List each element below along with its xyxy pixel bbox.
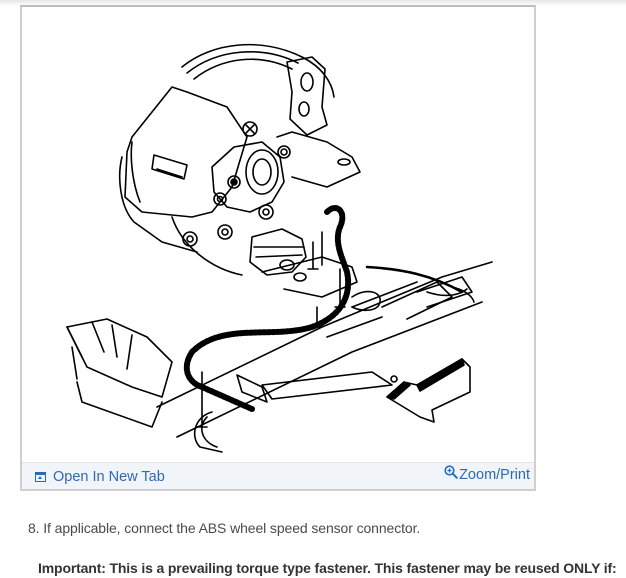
zoom-in-icon [444,465,458,479]
important-note: Important: This is a prevailing torque t… [38,560,617,576]
open-in-new-tab-label: Open In New Tab [53,469,165,485]
open-in-new-tab-link[interactable]: Open In New Tab [35,468,165,486]
wheel-hub-abs-sensor-illustration[interactable] [22,7,534,462]
zoom-print-label: Zoom/Print [459,467,530,483]
open-in-new-tab-icon [35,472,46,482]
zoom-print-link[interactable]: Zoom/Print [444,465,530,484]
figure-footer: Open In New Tab Zoom/Print [22,462,534,489]
figure-card: Open In New Tab Zoom/Print [20,5,536,491]
top-scroll-shadow [0,0,626,6]
step-8-text: 8. If applicable, connect the ABS wheel … [28,520,421,536]
